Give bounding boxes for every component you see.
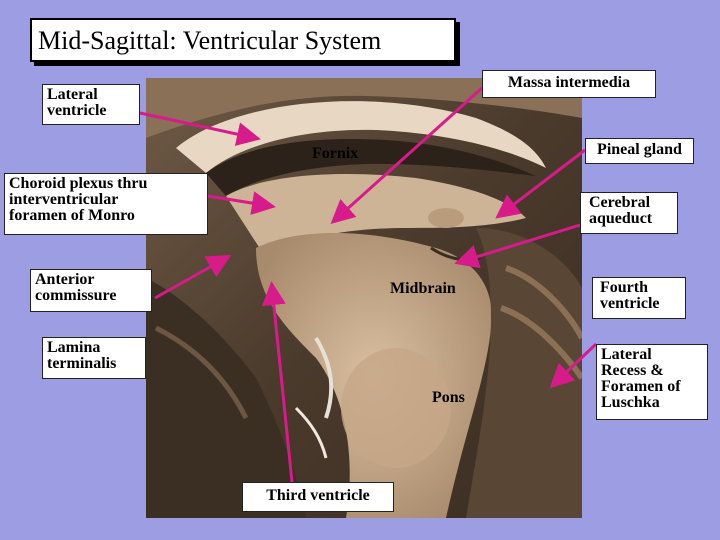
label-lateral-recess: Lateral Recess & Foramen of Luschka: [596, 344, 708, 420]
brain-section-photo: [146, 78, 582, 518]
label-fornix: Fornix: [312, 145, 359, 162]
label-third-ventricle: Third ventricle: [242, 482, 394, 512]
label-lamina-terminalis: Lamina terminalis: [42, 337, 146, 379]
slide-title: Mid-Sagittal: Ventricular System: [30, 18, 456, 62]
label-pineal-gland: Pineal gland: [585, 138, 694, 164]
label-pons: Pons: [432, 389, 465, 406]
label-cerebral-aqueduct: Cerebral aqueduct: [580, 192, 678, 234]
label-midbrain: Midbrain: [390, 280, 456, 297]
label-massa-intermedia: Massa intermedia: [482, 70, 656, 98]
label-choroid-plexus: Choroid plexus thru interventricular for…: [4, 173, 208, 235]
label-fourth-ventricle: Fourth ventricle: [592, 277, 686, 319]
label-anterior-commissure: Anterior commissure: [30, 269, 152, 312]
label-lateral-ventricle: Lateral ventricle: [42, 84, 140, 125]
